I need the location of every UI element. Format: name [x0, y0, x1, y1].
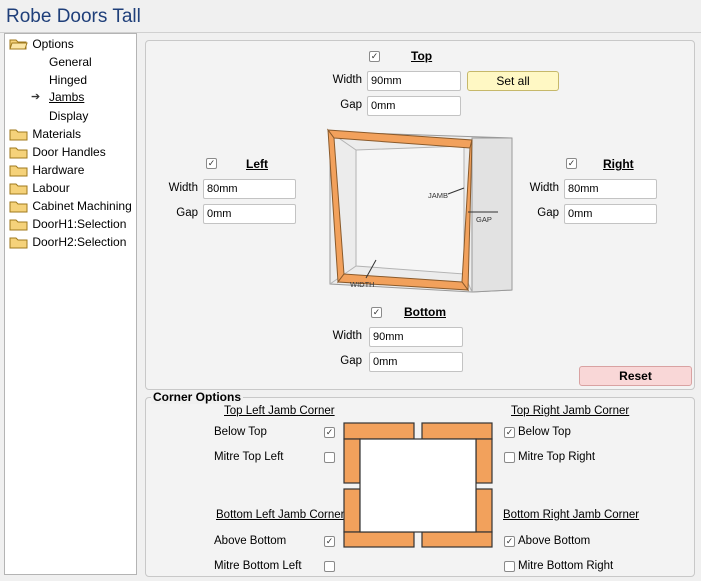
- set-all-button[interactable]: Set all: [467, 71, 559, 91]
- tree-item-jambs[interactable]: ➔ Jambs: [5, 89, 135, 105]
- jamb-bottom: [337, 273, 470, 291]
- jamb-diagram: JAMB GAP WIDTH: [326, 128, 513, 293]
- bottom-left-corner-header: Bottom Left Jamb Corner: [216, 509, 345, 521]
- title-divider: [0, 32, 701, 33]
- folder-icon: [9, 201, 28, 213]
- tree-label: Materials: [32, 126, 82, 141]
- right-width-label: Width: [529, 182, 559, 194]
- top-width-input[interactable]: 90mm: [367, 71, 461, 91]
- bottom-jamb-label: Bottom: [404, 305, 446, 319]
- top-right-mitre-checkbox[interactable]: [504, 452, 515, 463]
- top-right-mitre-label: Mitre Top Right: [518, 451, 596, 463]
- bottom-gap-label: Gap: [340, 355, 362, 367]
- left-jamb-checkbox[interactable]: ✓: [206, 158, 217, 169]
- gap-callout-label: GAP: [476, 215, 492, 224]
- arrow-right-icon: ➔: [31, 91, 41, 103]
- top-jamb-checkbox[interactable]: ✓: [369, 51, 380, 62]
- window-title: Robe Doors Tall: [6, 6, 141, 27]
- tree-item-doorh2-selection[interactable]: DoorH2:Selection: [9, 233, 126, 249]
- right-width-input[interactable]: 80mm: [564, 179, 657, 199]
- top-jamb-label: Top: [411, 49, 433, 63]
- corner-frame-diagram: [343, 422, 493, 548]
- left-width-label: Width: [168, 182, 198, 194]
- tree-label: DoorH2:Selection: [32, 234, 127, 249]
- top-gap-label: Gap: [340, 99, 362, 111]
- tree-label: Jambs: [49, 90, 85, 104]
- bottom-gap-input[interactable]: 0mm: [369, 352, 463, 372]
- tree-label: Labour: [32, 180, 70, 195]
- right-gap-label: Gap: [537, 207, 559, 219]
- folder-icon: [9, 129, 28, 141]
- top-left-below-top-label: Below Top: [214, 426, 267, 438]
- top-left-below-top-checkbox[interactable]: ✓: [324, 427, 335, 438]
- bottom-jamb-checkbox[interactable]: ✓: [371, 307, 382, 318]
- reset-button[interactable]: Reset: [579, 366, 692, 386]
- tree-item-display[interactable]: Display: [49, 107, 88, 123]
- tree-item-hinged[interactable]: Hinged: [49, 71, 87, 87]
- corner-options-title: Corner Options: [151, 390, 244, 404]
- top-left-mitre-checkbox[interactable]: [324, 452, 335, 463]
- right-jamb-label: Right: [603, 157, 634, 171]
- left-width-input[interactable]: 80mm: [203, 179, 296, 199]
- bottom-left-above-bottom-label: Above Bottom: [214, 535, 287, 547]
- tree-label: Door Handles: [32, 144, 106, 159]
- tree-label: Cabinet Machining: [32, 198, 132, 213]
- jamb-callout-label: JAMB: [428, 191, 448, 200]
- bottom-right-above-bottom-label: Above Bottom: [518, 535, 591, 547]
- right-jamb-checkbox[interactable]: ✓: [566, 158, 577, 169]
- tree-label: General: [49, 54, 92, 69]
- folder-icon: [9, 183, 28, 195]
- top-right-below-top-label: Below Top: [518, 426, 571, 438]
- folder-icon: [9, 165, 28, 177]
- left-jamb-label: Left: [246, 157, 268, 171]
- tree-label: DoorH1:Selection: [32, 216, 127, 231]
- tree-item-doorh1-selection[interactable]: DoorH1:Selection: [9, 215, 126, 231]
- left-gap-label: Gap: [176, 207, 198, 219]
- bottom-width-label: Width: [332, 330, 362, 342]
- tree-label: Options: [32, 36, 74, 51]
- bottom-width-input[interactable]: 90mm: [369, 327, 463, 347]
- bottom-right-mitre-label: Mitre Bottom Right: [518, 560, 614, 572]
- folder-icon: [9, 219, 28, 231]
- bottom-left-mitre-label: Mitre Bottom Left: [214, 560, 302, 572]
- folder-open-icon: [9, 39, 28, 50]
- top-left-corner-header: Top Left Jamb Corner: [224, 405, 335, 417]
- folder-icon: [9, 237, 28, 249]
- tree-item-options[interactable]: Options: [9, 35, 74, 51]
- right-gap-input[interactable]: 0mm: [564, 204, 657, 224]
- top-gap-input[interactable]: 0mm: [367, 96, 461, 116]
- tree-label: Hardware: [32, 162, 85, 177]
- tree-label: Hinged: [49, 72, 88, 87]
- folder-icon: [9, 147, 28, 159]
- bottom-left-mitre-checkbox[interactable]: [324, 561, 335, 572]
- width-callout-label: WIDTH: [350, 280, 375, 289]
- tree-item-door-handles[interactable]: Door Handles: [9, 143, 106, 159]
- tree-item-cabinet-machining[interactable]: Cabinet Machining: [9, 197, 132, 213]
- bottom-right-mitre-checkbox[interactable]: [504, 561, 515, 572]
- top-right-corner-header: Top Right Jamb Corner: [511, 405, 630, 417]
- tree-item-hardware[interactable]: Hardware: [9, 161, 84, 177]
- tree-label: Display: [49, 108, 89, 123]
- tree-item-labour[interactable]: Labour: [9, 179, 70, 195]
- bottom-right-above-bottom-checkbox[interactable]: ✓: [504, 536, 515, 547]
- top-width-label: Width: [332, 74, 362, 86]
- top-left-mitre-label: Mitre Top Left: [214, 451, 284, 463]
- tree-item-general[interactable]: General: [49, 53, 92, 69]
- options-tree[interactable]: Options General Hinged ➔ Jambs Display M…: [4, 33, 137, 575]
- tree-item-materials[interactable]: Materials: [9, 125, 81, 141]
- top-right-below-top-checkbox[interactable]: ✓: [504, 427, 515, 438]
- bottom-left-above-bottom-checkbox[interactable]: ✓: [324, 536, 335, 547]
- left-gap-input[interactable]: 0mm: [203, 204, 296, 224]
- bottom-right-corner-header: Bottom Right Jamb Corner: [503, 509, 640, 521]
